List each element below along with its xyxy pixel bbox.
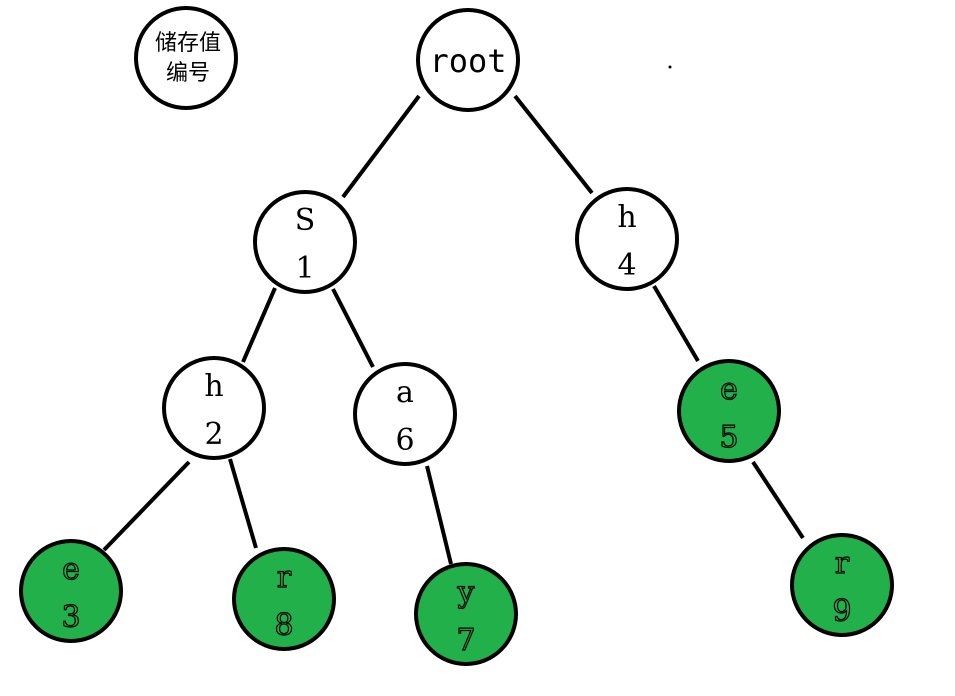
node-number: 6: [395, 423, 414, 458]
trie-node-n2: h2: [162, 356, 266, 460]
edge-n2-n3: [102, 460, 191, 552]
node-circle: [19, 539, 123, 643]
legend-node: 储存值 编号: [134, 6, 238, 110]
edge-n5-n9: [751, 460, 805, 540]
node-number: 7: [456, 623, 475, 658]
trie-node-n7: y7: [414, 562, 518, 666]
node-number: 1: [295, 251, 314, 286]
trie-node-n9: r9: [790, 533, 894, 637]
trie-node-n3: e3: [19, 539, 123, 643]
stray-dot: [668, 65, 672, 69]
node-circle: [575, 187, 679, 291]
root-label: root: [429, 42, 506, 80]
legend-circle: [134, 6, 238, 110]
node-number: 5: [719, 420, 738, 455]
node-number: 4: [617, 248, 636, 283]
edge-n2-n8: [228, 458, 258, 549]
node-value: a: [396, 375, 414, 410]
node-value: y: [457, 575, 475, 610]
edges-layer: [102, 94, 805, 565]
node-value: h: [617, 200, 636, 235]
edge-n4-n5: [652, 284, 700, 363]
node-circle: [677, 359, 781, 463]
node-number: 9: [832, 594, 851, 629]
trie-node-n1: S1: [253, 190, 357, 294]
trie-node-n5: e5: [677, 359, 781, 463]
node-circle: [162, 356, 266, 460]
node-value: S: [295, 203, 316, 238]
edge-n6-n7: [425, 465, 453, 565]
node-value: h: [204, 369, 223, 404]
node-number: 3: [61, 600, 80, 635]
node-circle: [232, 547, 336, 651]
node-value: r: [277, 560, 292, 595]
trie-node-n4: h4: [575, 187, 679, 291]
root-node: root: [416, 8, 520, 112]
edge-n1-n2: [241, 287, 277, 363]
edge-root-n4: [513, 94, 594, 195]
node-number: 8: [274, 608, 293, 643]
node-circle: [414, 562, 518, 666]
node-value: e: [720, 372, 738, 407]
node-value: r: [835, 546, 850, 581]
node-value: e: [62, 552, 80, 587]
trie-node-n6: a6: [353, 362, 457, 466]
legend-number-label: 编号: [166, 61, 210, 86]
legend-value-label: 储存值: [155, 31, 221, 56]
root-circle: [416, 8, 520, 112]
node-number: 2: [204, 417, 223, 452]
trie-node-n8: r8: [232, 547, 336, 651]
node-circle: [353, 362, 457, 466]
edge-root-n1: [341, 94, 421, 199]
edge-n1-n6: [331, 288, 375, 368]
node-circle: [253, 190, 357, 294]
node-circle: [790, 533, 894, 637]
